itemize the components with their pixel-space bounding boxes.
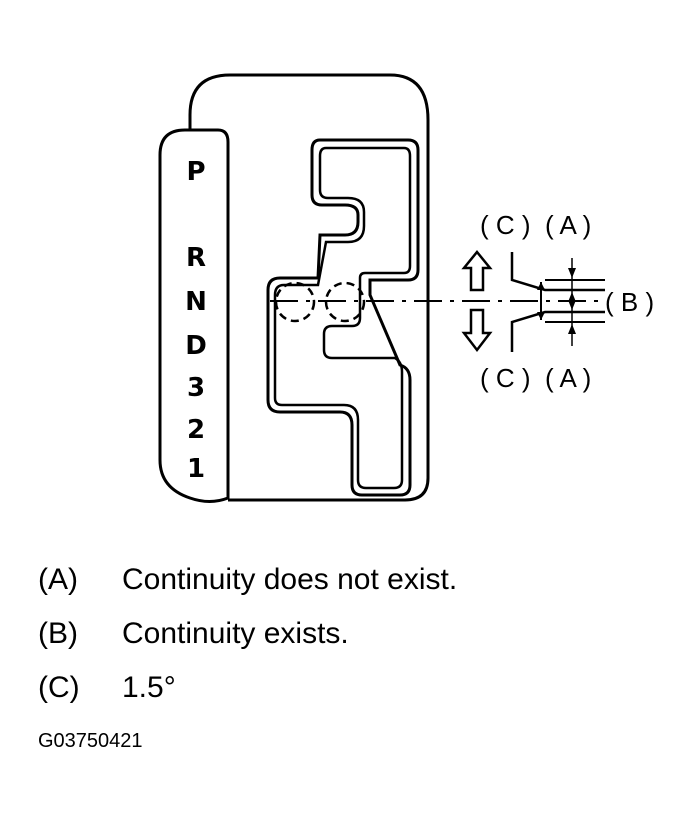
legend-text-c: 1.5° — [122, 671, 176, 704]
dim-a-arrow-3 — [568, 300, 576, 310]
gear-label-d: D — [185, 331, 207, 361]
legend-key-a: (A) — [38, 563, 78, 596]
down-arrow-icon — [461, 308, 493, 353]
label-b: ( B ) — [605, 287, 654, 317]
figure-code: G03750421 — [38, 730, 143, 752]
legend-text-b: Continuity exists. — [122, 617, 349, 650]
shift-diagram: P R N D 3 2 1 ( C ) ( A ) ( B ) ( C ) ( … — [158, 73, 654, 503]
legend-text-a: Continuity does not exist. — [122, 563, 458, 596]
legend-key-b: (B) — [38, 617, 78, 650]
legend-key-c: (C) — [38, 671, 80, 704]
gear-label-1: 1 — [187, 454, 205, 484]
gear-label-p: P — [186, 157, 205, 187]
angle-line-bottom — [510, 310, 605, 352]
legend-item-b: (B) Continuity exists. — [38, 616, 349, 652]
label-a-top: ( A ) — [545, 210, 591, 240]
gear-label-2: 2 — [187, 415, 205, 445]
gear-label-3: 3 — [187, 373, 205, 403]
indicator-strip — [158, 128, 230, 503]
label-a-bottom: ( A ) — [545, 363, 591, 393]
legend-item-a: (A) Continuity does not exist. — [38, 562, 457, 598]
legend-item-c: (C) 1.5° — [38, 670, 176, 706]
shift-gate-inner — [273, 146, 412, 490]
dim-a-arrow-1 — [568, 268, 576, 278]
angle-line-top — [510, 252, 605, 292]
label-c-top: ( C ) — [480, 210, 531, 240]
gear-label-r: R — [186, 243, 206, 273]
selector-housing — [188, 73, 430, 502]
shift-gate-outer — [266, 138, 420, 497]
label-c-bottom: ( C ) — [480, 363, 531, 393]
dim-a-arrow-2 — [568, 292, 576, 302]
angle-marker-arrow-bottom — [537, 312, 545, 320]
up-arrow-icon — [461, 250, 493, 292]
angle-marker-arrow-top — [537, 282, 545, 290]
gear-label-n: N — [185, 287, 207, 317]
dim-a-arrow-4 — [568, 324, 576, 334]
